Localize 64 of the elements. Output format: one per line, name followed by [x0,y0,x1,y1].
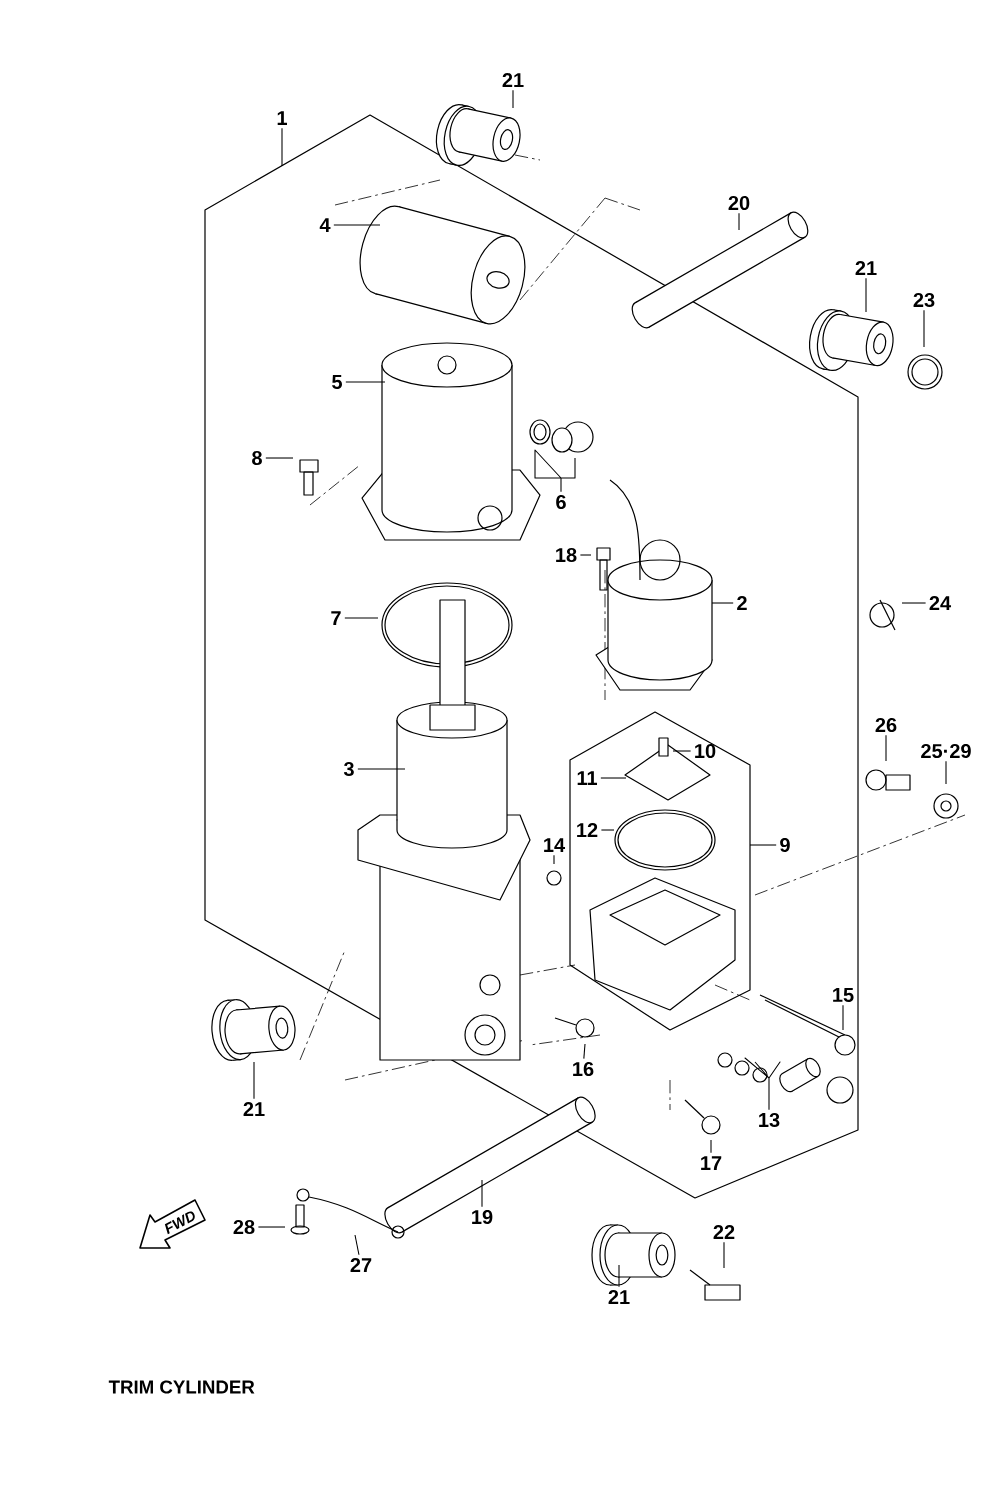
callout-number: 27 [350,1258,372,1272]
caption: TRIM CYLINDER [108,1380,255,1394]
callout-number: 5 [332,375,342,389]
callout-number: 19 [472,1209,493,1225]
callout-number: 7 [331,611,341,625]
leader-line [579,554,592,556]
leader-line [710,1139,712,1154]
callout-number: 17 [701,1156,722,1170]
callout-number: 14 [544,838,565,852]
leader-line [711,602,734,604]
leader-line [723,1241,725,1269]
leader-line [257,1226,286,1228]
callout-number: 4 [319,218,331,232]
leader-line [923,309,925,348]
leader-line [481,1179,483,1208]
leader-line [865,277,867,313]
callout-number: 21 [502,73,524,87]
leader-line [945,760,947,785]
callout-number: 28 [233,1219,255,1235]
leader-line [600,829,615,831]
leader-line [618,1264,620,1288]
callout-number: 15 [833,988,854,1002]
leader-line [885,734,887,762]
leader-line [744,1057,781,1111]
leader-line [512,89,514,109]
callout-number: 21 [855,261,877,275]
callout-number: 22 [713,1225,735,1239]
leader-line [534,449,576,493]
leader-line [738,212,740,231]
leader-line [553,854,555,865]
callout-number: 9 [780,837,790,853]
callout-number: 16 [573,1061,594,1077]
leader-line [357,768,406,770]
callout-number: 6 [556,494,566,510]
leader-line [749,844,777,846]
leader-line [344,617,379,619]
callout-number: 18 [556,547,577,563]
callout-number: 13 [759,1112,780,1128]
callout-number: 26 [875,717,897,733]
callout-number: 21 [243,1102,265,1116]
callout-number: 23 [913,292,935,308]
leader-line [345,381,386,383]
callout-number: 10 [695,743,716,759]
callout-number: 25·29 [921,743,971,759]
leader-line [672,750,692,752]
callout-number: 20 [728,195,750,211]
callout-number: 1 [277,111,287,125]
leader-line [333,224,381,226]
callout-number: 2 [737,596,747,610]
leader-line [600,777,627,779]
callout-number: 3 [343,761,354,777]
leader-line [901,602,927,604]
arrow-label: FWD [164,1211,195,1235]
leader-line [253,1061,255,1100]
callout-number: 8 [252,450,262,466]
callout-number: 11 [577,771,597,785]
callout-number: 21 [608,1290,630,1304]
leader-line [281,127,283,167]
leader-line [354,1234,360,1256]
callout-number: 12 [577,823,598,837]
leader-line [583,1043,586,1060]
leader-line [265,457,294,459]
leader-line [842,1004,844,1031]
callout-number: 24 [929,596,951,610]
